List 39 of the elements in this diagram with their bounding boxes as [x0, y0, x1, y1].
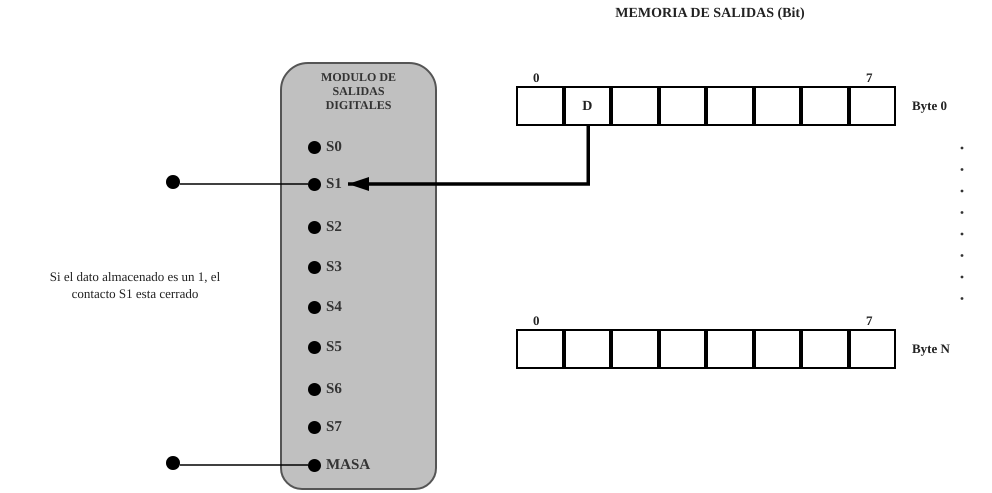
- output-module: [280, 62, 437, 490]
- terminal-label: S6: [326, 380, 342, 399]
- terminal-label: S2: [326, 218, 342, 237]
- memory-title: MEMORIA DE SALIDAS (Bit): [614, 5, 806, 23]
- wire: [180, 183, 308, 185]
- memory-cell: [848, 86, 896, 126]
- bit-index: 0: [533, 312, 540, 330]
- memory-cell: [516, 86, 564, 126]
- terminal-label: S7: [326, 418, 342, 437]
- terminal-label: S1: [326, 174, 342, 194]
- terminal-label: S4: [326, 298, 342, 317]
- terminal-label: S5: [326, 338, 342, 357]
- memory-cell: [611, 86, 658, 126]
- byte-label: Byte N: [912, 340, 951, 358]
- note-text: Si el dato almacenado es un 1, el contacto S1 esta cerrado: [48, 268, 222, 302]
- module-title: MODULO DE SALIDAS DIGITALES: [320, 70, 397, 112]
- memory-cell: [516, 329, 564, 369]
- memory-cell: [801, 86, 848, 126]
- cell-value: D: [582, 98, 592, 116]
- memory-cell: [706, 86, 754, 126]
- memory-cell: [658, 86, 706, 126]
- memory-cell: [658, 329, 706, 369]
- memory-cell: [754, 86, 801, 126]
- terminal-label: S3: [326, 258, 342, 277]
- bit-index: 0: [533, 69, 540, 87]
- memory-cell: [564, 86, 611, 126]
- bit-index: 7: [866, 312, 874, 330]
- memory-cell: [611, 329, 658, 369]
- memory-cell: [706, 329, 754, 369]
- bit-index: 7: [866, 69, 874, 87]
- byte-label: Byte 0: [912, 97, 948, 115]
- memory-cell: [564, 329, 611, 369]
- arrow: [348, 126, 590, 191]
- memory-cell: [754, 329, 801, 369]
- memory-cell: [848, 329, 896, 369]
- wire: [180, 464, 308, 466]
- terminal-label: S0: [326, 138, 342, 157]
- memory-cell: [801, 329, 848, 369]
- terminal-label: MASA: [326, 456, 370, 475]
